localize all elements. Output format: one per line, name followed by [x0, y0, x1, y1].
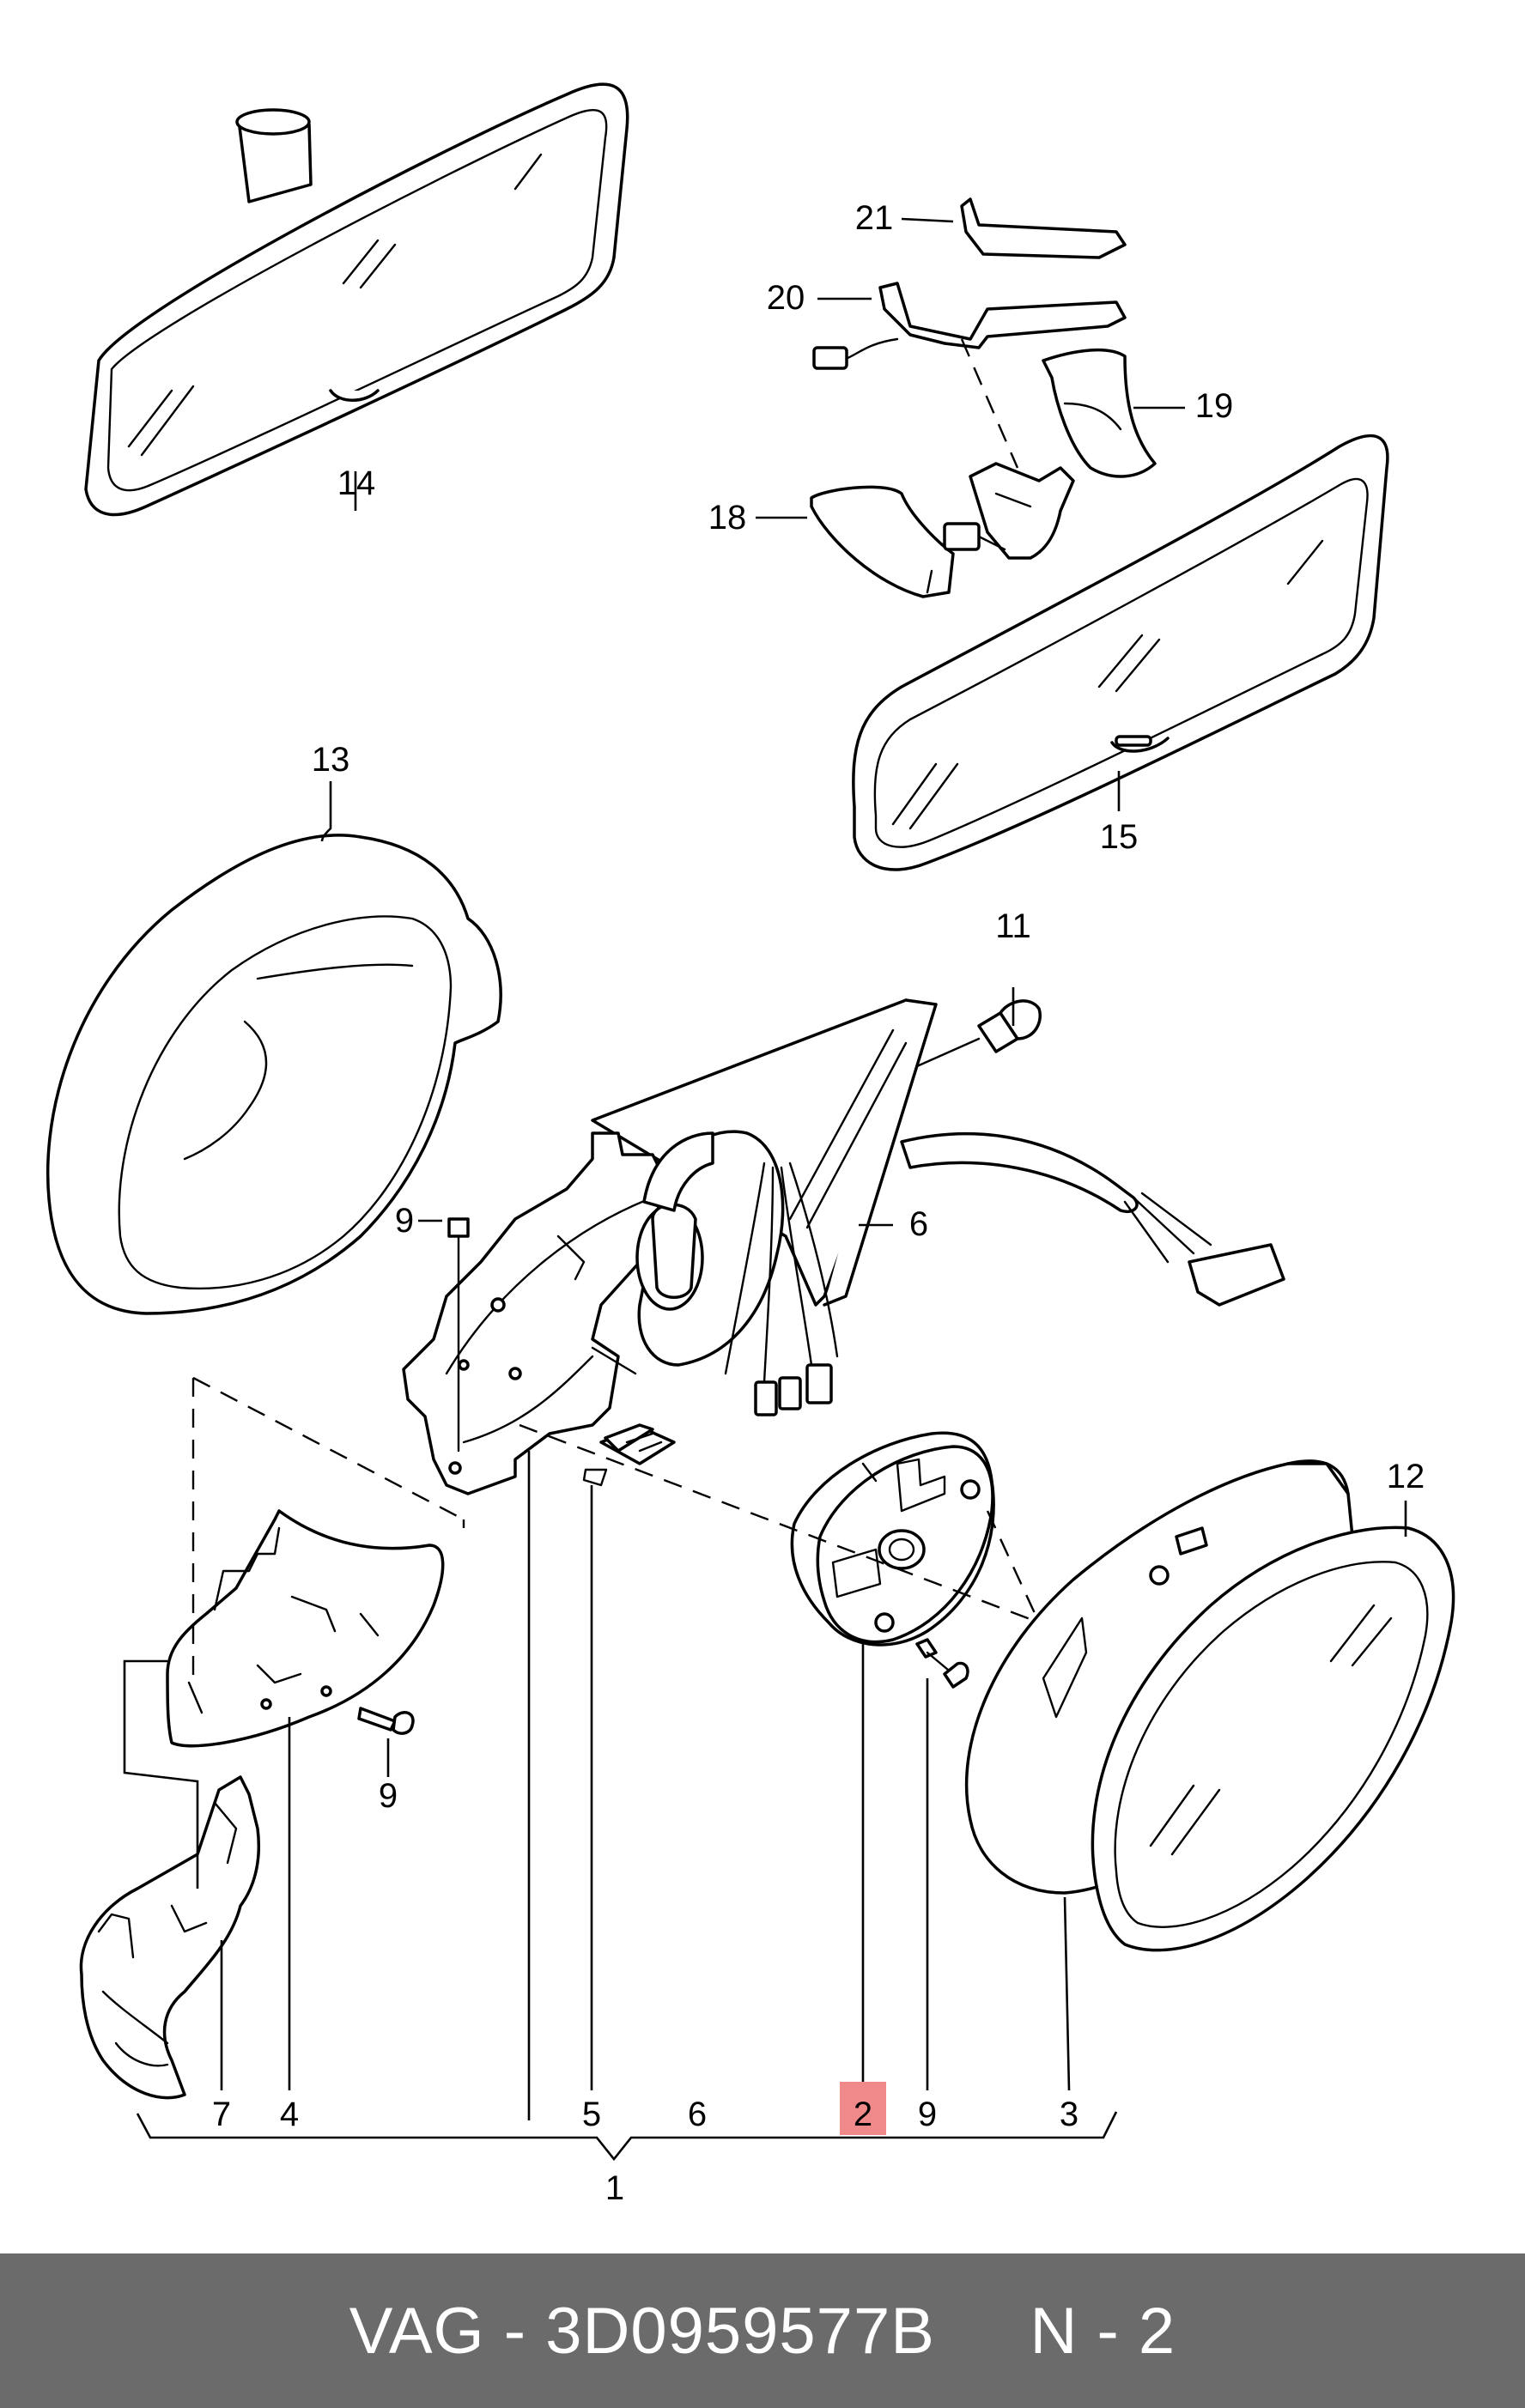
callout-7: 7: [212, 2096, 231, 2133]
callout-1: 1: [605, 2169, 624, 2207]
pad-5: [582, 1423, 676, 1487]
footer-bar: VAG - 3D0959577B N - 2: [0, 2253, 1525, 2408]
exploded-parts-diagram: 14 21 20 19 18 15 13 11 6 9 9 12 7 4 5 6…: [46, 82, 1455, 2207]
callout-19: 19: [1195, 387, 1234, 425]
screw-9-left: [357, 1707, 415, 1735]
callout-13: 13: [312, 741, 350, 779]
callout-9-upper: 9: [395, 1202, 414, 1240]
rearview-mirror-15: [852, 434, 1389, 871]
screw-9-right: [915, 1638, 969, 1689]
signal-housing-7: [79, 1775, 261, 2100]
callout-6-lower: 6: [688, 2096, 707, 2133]
mount-cover-18: [810, 462, 1075, 598]
callout-6-upper: 6: [909, 1205, 928, 1243]
callout-9-left: 9: [379, 1777, 398, 1815]
screw-9-upper: [447, 1217, 470, 1453]
wire-connector-20: [812, 282, 1127, 370]
mirror-bracket-assembly: [402, 1130, 839, 1495]
callout-21: 21: [855, 199, 894, 237]
part-number-label: VAG - 3D0959577B N - 2: [349, 2294, 1176, 2368]
callout-11: 11: [995, 907, 1031, 945]
callout-4: 4: [280, 2096, 299, 2133]
mirror-glass-12: [1091, 1525, 1455, 1952]
rearview-mirror-14: [84, 82, 629, 517]
callout-12: 12: [1387, 1458, 1425, 1495]
mount-cover-21: [960, 197, 1127, 259]
mirror-housing-13: [46, 834, 502, 1315]
callout-5: 5: [582, 2096, 601, 2133]
adjusting-motor-2: [790, 1431, 995, 1647]
screw-11: [900, 999, 1042, 1075]
callout-20: 20: [767, 279, 805, 317]
callout-14: 14: [337, 464, 376, 502]
callout-3: 3: [1060, 2096, 1078, 2133]
callout-15: 15: [1100, 818, 1139, 856]
highlight-callout-2: [840, 2082, 886, 2135]
mount-cover-19: [1042, 348, 1157, 478]
callout-2: 2: [854, 2096, 872, 2133]
callout-18: 18: [708, 499, 747, 537]
callout-9-lower: 9: [918, 2096, 937, 2133]
cap-bracket-4: [166, 1509, 445, 1748]
